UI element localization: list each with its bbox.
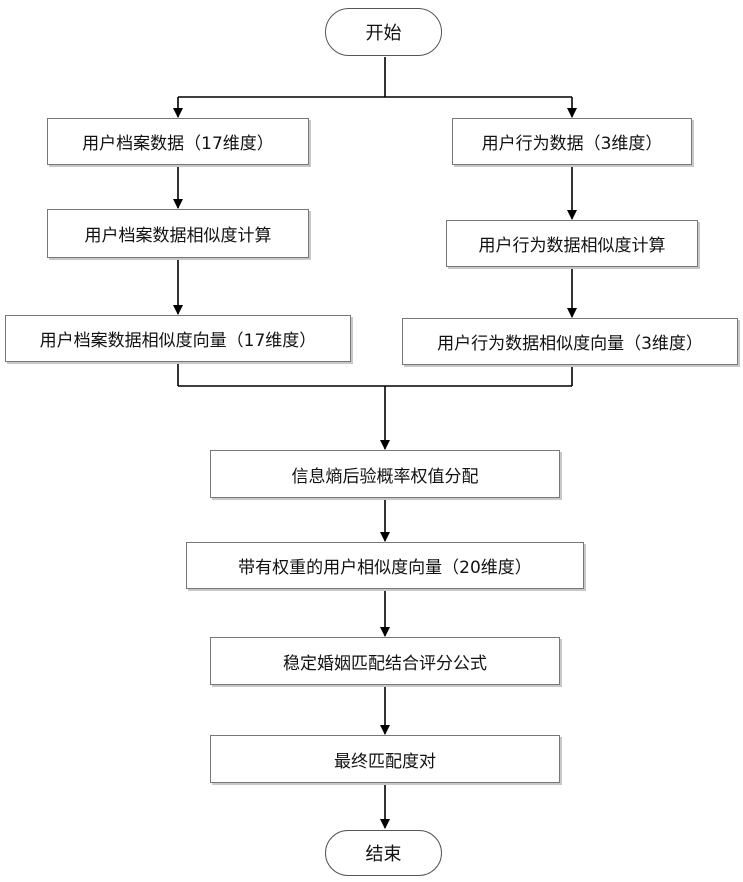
right-step2-label: 用户行为数据相似度计算 [479,231,666,256]
main-step3-box: 稳定婚姻匹配结合评分公式 [210,637,560,685]
start-terminal: 开始 [325,8,442,56]
left-step3-label: 用户档案数据相似度向量（17维度） [40,326,317,351]
left-step3-box: 用户档案数据相似度向量（17维度） [5,315,351,362]
main-step4-label: 最终匹配度对 [334,747,436,772]
right-step3-label: 用户行为数据相似度向量（3维度） [437,329,703,354]
left-step1-box: 用户档案数据（17维度） [47,118,309,165]
left-step1-label: 用户档案数据（17维度） [82,129,274,154]
left-step2-box: 用户档案数据相似度计算 [47,209,309,258]
right-step2-box: 用户行为数据相似度计算 [446,220,698,267]
end-terminal: 结束 [325,830,442,876]
main-step2-label: 带有权重的用户相似度向量（20维度） [238,553,532,578]
end-label: 结束 [366,840,402,866]
start-label: 开始 [366,19,402,45]
right-step1-label: 用户行为数据（3维度） [482,129,663,154]
right-step3-box: 用户行为数据相似度向量（3维度） [402,318,738,365]
main-step4-box: 最终匹配度对 [210,735,560,783]
main-step1-box: 信息熵后验概率权值分配 [210,450,560,498]
main-step1-label: 信息熵后验概率权值分配 [292,462,479,487]
left-step2-label: 用户档案数据相似度计算 [85,221,272,246]
right-step1-box: 用户行为数据（3维度） [452,118,692,165]
main-step2-box: 带有权重的用户相似度向量（20维度） [186,542,584,589]
main-step3-label: 稳定婚姻匹配结合评分公式 [283,649,487,674]
